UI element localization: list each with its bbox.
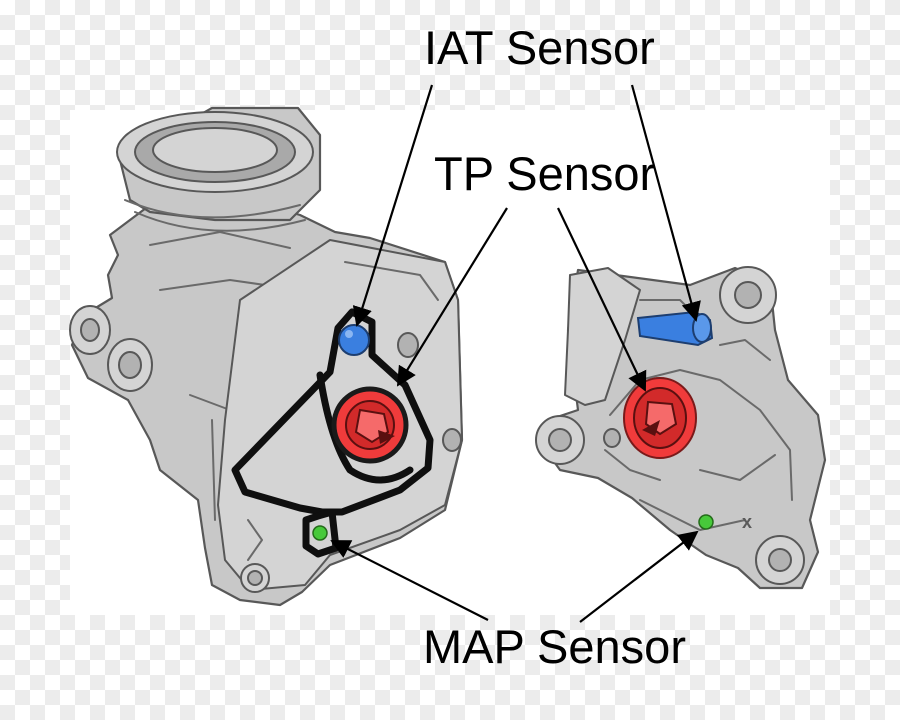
iat-sensor-left (338, 324, 370, 356)
map-sensor-left (312, 525, 328, 541)
iat-sensor-label: IAT Sensor (424, 21, 655, 74)
right-throttle-body: x (535, 266, 827, 590)
svg-text:x: x (742, 512, 752, 532)
tp-sensor-right (623, 377, 697, 459)
iat-arrow-left (352, 84, 434, 327)
tp-arrow-right (557, 207, 647, 392)
left-throttle-body (69, 106, 464, 607)
gasket-outline (231, 308, 434, 516)
map-arrow-right (579, 530, 699, 623)
iat-arrow-right (630, 84, 701, 322)
map-sensor-right (698, 514, 714, 530)
tp-sensor-left (331, 386, 409, 464)
tp-sensor-label: TP Sensor (434, 147, 655, 200)
tp-arrow-left (396, 207, 508, 387)
map-arrow-left (330, 540, 489, 621)
callout-arrows (330, 84, 701, 623)
map-sensor-label: MAP Sensor (423, 620, 686, 673)
